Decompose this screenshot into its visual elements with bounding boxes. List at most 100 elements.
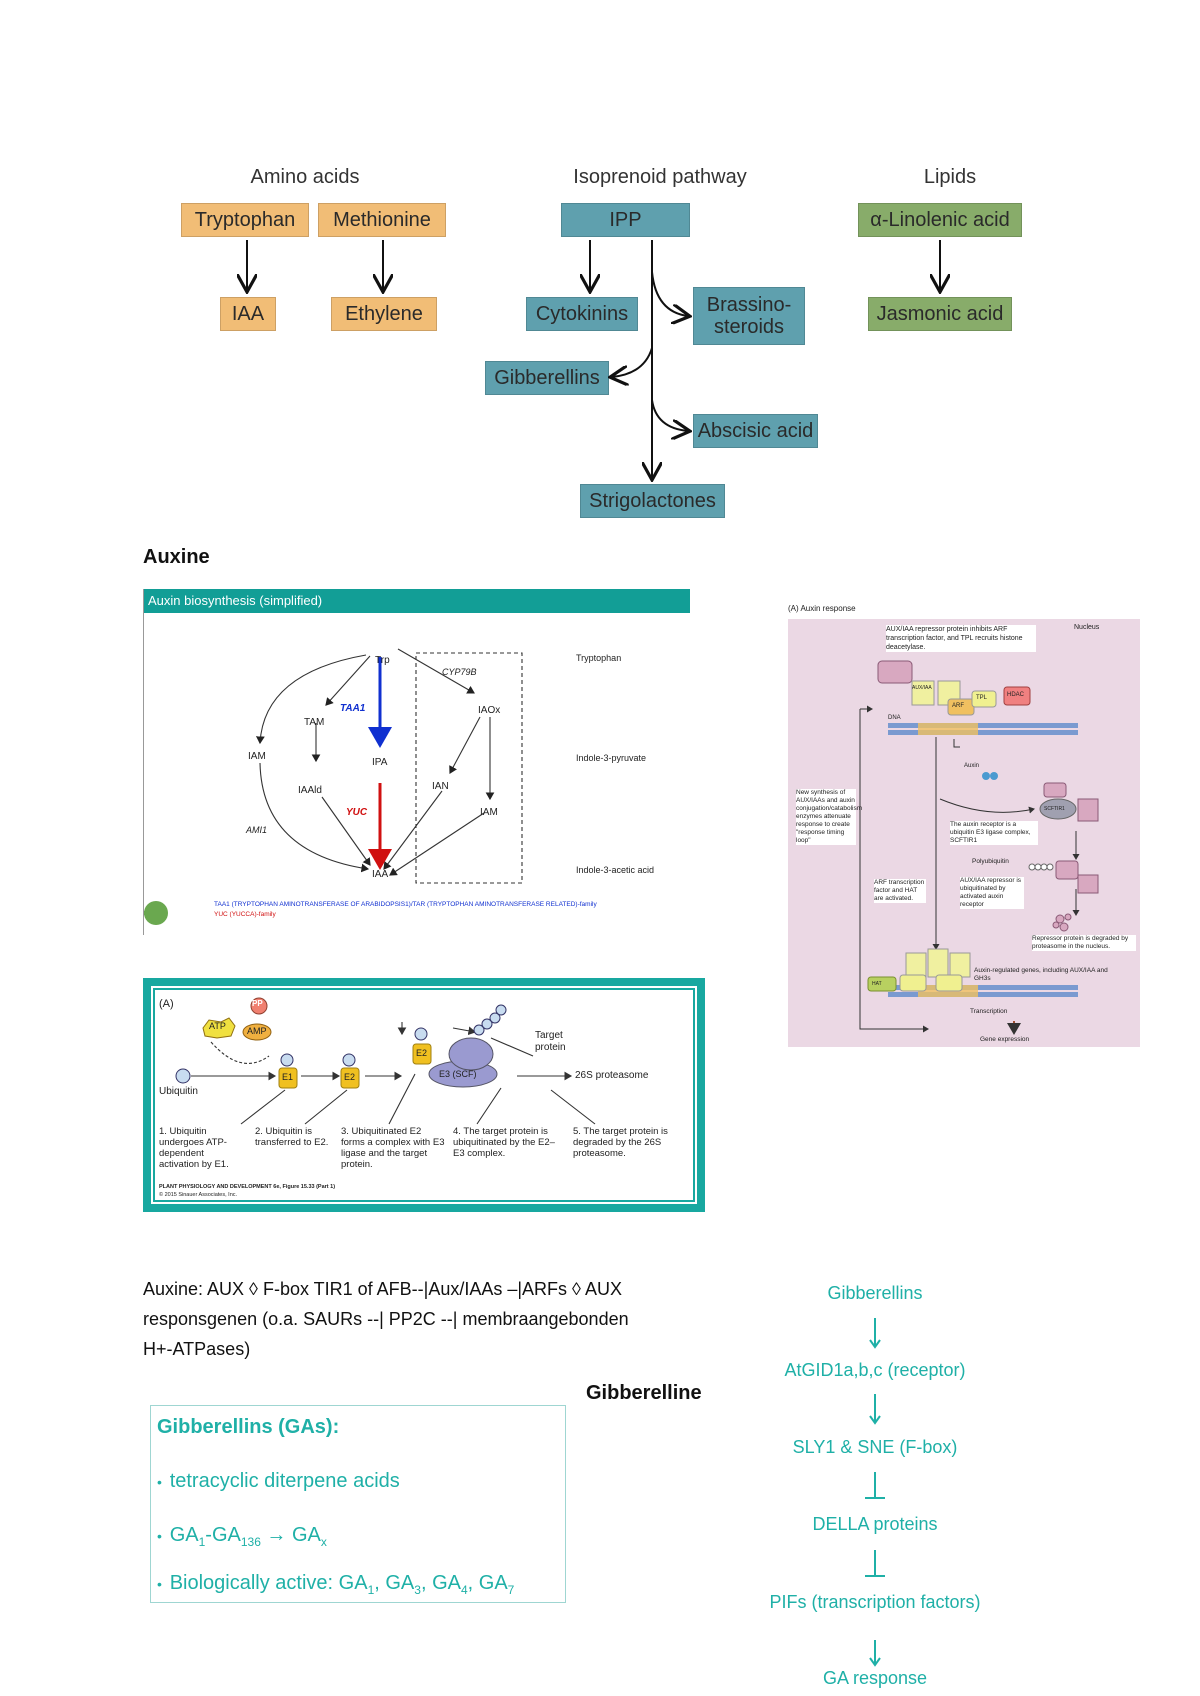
- box-ethylene: Ethylene: [331, 297, 437, 331]
- ga-active-sub-1: 1: [367, 1583, 375, 1597]
- auxin-response-figure: AUX/IAA repressor protein inhibits ARF t…: [788, 619, 1140, 1047]
- auxin-bio-title: Auxin biosynthesis (simplified): [144, 589, 690, 613]
- flow-pifs: PIFs (transcription factors): [769, 1592, 981, 1612]
- box-iaa: IAA: [220, 297, 276, 331]
- box-tryptophan: Tryptophan: [181, 203, 309, 237]
- category-lipids: Lipids: [923, 166, 977, 188]
- flow-fbox: SLY1 & SNE (F-box): [792, 1437, 958, 1457]
- label-26s-proteasome: 26S proteasome: [575, 1070, 649, 1081]
- label-e2-second: E2: [416, 1048, 428, 1058]
- label-transcription: Transcription: [970, 1008, 1008, 1015]
- box-jasmonic-acid: Jasmonic acid: [868, 297, 1012, 331]
- box-brassinosteroids: Brassino- steroids: [693, 287, 805, 345]
- label-polyubiquitin: Polyubiquitin: [972, 858, 1009, 865]
- ubiquitin-inner-frame: [153, 988, 695, 1202]
- label-auxin: Auxin: [964, 763, 980, 769]
- box-strigolactones: Strigolactones: [580, 484, 725, 518]
- step-3: 3. Ubiquitinated E2 forms a complex with…: [341, 1126, 445, 1170]
- note-auxin-regulated-genes: Auxin-regulated genes, including AUX/IAA…: [974, 967, 1108, 982]
- note-aux-iaa-repressor: AUX/IAA repressor protein inhibits ARF t…: [886, 625, 1036, 652]
- ga-box-title: Gibberellins (GAs):: [157, 1416, 340, 1438]
- ga-range-b: -GA: [205, 1524, 241, 1546]
- box-methionine: Methionine: [318, 203, 446, 237]
- label-gene-expression: Gene expression: [980, 1036, 1030, 1043]
- ga-bullet-1-text: tetracyclic diterpene acids: [169, 1470, 400, 1492]
- step-5: 5. The target protein is degraded by the…: [573, 1126, 668, 1159]
- box-gibberellins: Gibberellins: [485, 361, 609, 395]
- auxine-line-2: responsgenen (o.a. SAURs --| PP2C --| me…: [143, 1309, 629, 1329]
- node-iaa: IAA: [372, 869, 389, 880]
- label-hat: HAT: [872, 981, 882, 987]
- label-ubiquitin: Ubiquitin: [159, 1086, 198, 1097]
- enzyme-taa1: TAA1: [340, 703, 366, 714]
- node-ian: IAN: [432, 781, 449, 792]
- flow-ga-response: GA response: [822, 1668, 928, 1688]
- auxine-paragraph: Auxine: AUX ◊ F-box TIR1 of AFB--|Aux/IA…: [143, 1274, 703, 1364]
- ga-bullet-3: • Biologically active: GA1, GA3, GA4, GA…: [157, 1572, 515, 1597]
- step-4: 4. The target protein is ubiquitinated b…: [453, 1126, 555, 1159]
- label-amp: AMP: [247, 1026, 267, 1036]
- node-trp: Trp: [375, 655, 390, 666]
- label-arf: ARF: [952, 703, 964, 709]
- box-ipp: IPP: [561, 203, 690, 237]
- flow-arrows: [865, 1318, 885, 1667]
- label-atp: ATP: [209, 1021, 226, 1031]
- enzyme-ami1: AMI1: [246, 825, 268, 835]
- auxin-response-diagram: [859, 660, 1099, 1035]
- label-aux-iaa: AUX/IAA: [912, 685, 932, 691]
- label-hdac: HDAC: [1007, 692, 1025, 698]
- ga-range-a: GA: [169, 1524, 199, 1546]
- label-tpl: TPL: [976, 695, 988, 701]
- box-cytokinins: Cytokinins: [526, 297, 638, 331]
- label-pp: PP: [252, 999, 263, 1008]
- ga-bullet-2: • GA1-GA136 → GAx: [157, 1524, 327, 1549]
- label-scf-tir1: SCFTIR1: [1044, 806, 1065, 812]
- note-new-synthesis: New synthesis of AUX/IAAs and auxin conj…: [796, 789, 863, 845]
- flow-della: DELLA proteins: [812, 1514, 938, 1534]
- enzyme-cyp79b: CYP79B: [442, 667, 477, 677]
- credit-line-1: PLANT PHYSIOLOGY AND DEVELOPMENT 6e, Fig…: [159, 1184, 336, 1190]
- node-iam-left: IAM: [248, 751, 266, 762]
- enzyme-yuc: YUC: [346, 807, 368, 818]
- node-iaox: IAOx: [478, 705, 501, 716]
- gibberellins-box: Gibberellins (GAs): • tetracyclic diterp…: [150, 1405, 566, 1603]
- footnote-taa1: TAA1 (TRYPTOPHAN AMINOTRANSFERASE OF ARA…: [214, 901, 597, 908]
- bullet-dot: •: [157, 1576, 170, 1592]
- flow-gibberellins: Gibberellins: [827, 1283, 923, 1303]
- footnote-yuc: YUC (YUCCA)-family: [214, 911, 276, 918]
- ga-range-x: x: [320, 1535, 327, 1549]
- ga-bullet-1: • tetracyclic diterpene acids: [157, 1470, 400, 1493]
- label-tryptophan: Tryptophan: [576, 653, 622, 663]
- flow-receptor: AtGID1a,b,c (receptor): [784, 1360, 966, 1380]
- heading-auxine: Auxine: [143, 546, 210, 568]
- box-abscisic-acid: Abscisic acid: [693, 414, 818, 448]
- label-indole-3-acetic-acid: Indole-3-acetic acid: [576, 865, 655, 875]
- label-e1: E1: [282, 1072, 294, 1082]
- auxine-line-3: H+-ATPases): [143, 1339, 251, 1359]
- note-repressor-ubiquitinated: AUX/IAA repressor is ubiquitinated by ac…: [960, 877, 1024, 909]
- ga-active-sub-4: 4: [460, 1583, 468, 1597]
- step-1: 1. Ubiquitin undergoes ATP-dependent act…: [159, 1126, 229, 1170]
- category-isoprenoid: Isoprenoid pathway: [573, 166, 747, 188]
- node-tam: TAM: [304, 717, 325, 728]
- ga-range-a-sub: 1: [198, 1535, 206, 1549]
- brassino-line1: Brassino-: [706, 294, 792, 316]
- step-2: 2. Ubiquitin is transferred to E2.: [255, 1126, 329, 1148]
- ubiquitin-figure: (A) PP ATP AMP Ubiquitin E1 E2 E2 E3 (SC…: [143, 978, 705, 1212]
- bullet-dot: •: [157, 1474, 170, 1490]
- label-nucleus: Nucleus: [1074, 624, 1100, 631]
- heading-gibberelline: Gibberelline: [586, 1382, 702, 1404]
- ga-active-sub-3: 3: [414, 1583, 421, 1597]
- category-amino-acids: Amino acids: [250, 166, 360, 188]
- brassino-line2: steroids: [713, 316, 785, 338]
- note-arf-activated: ARF transcription factor and HAT are act…: [874, 879, 926, 903]
- node-ipa: IPA: [372, 757, 388, 768]
- ubiquitin-diagram: [175, 997, 596, 1125]
- pathway-arrows: [0, 240, 1200, 540]
- ga-range-arrow: → GA: [260, 1524, 321, 1546]
- auxine-line-1: Auxine: AUX ◊ F-box TIR1 of AFB--|Aux/IA…: [143, 1279, 622, 1299]
- note-auxin-receptor: The auxin receptor is a ubiquitin E3 lig…: [950, 821, 1038, 845]
- auxin-bio-diagram: [144, 648, 523, 925]
- label-e2-first: E2: [344, 1072, 356, 1082]
- node-iaald: IAAld: [298, 785, 322, 796]
